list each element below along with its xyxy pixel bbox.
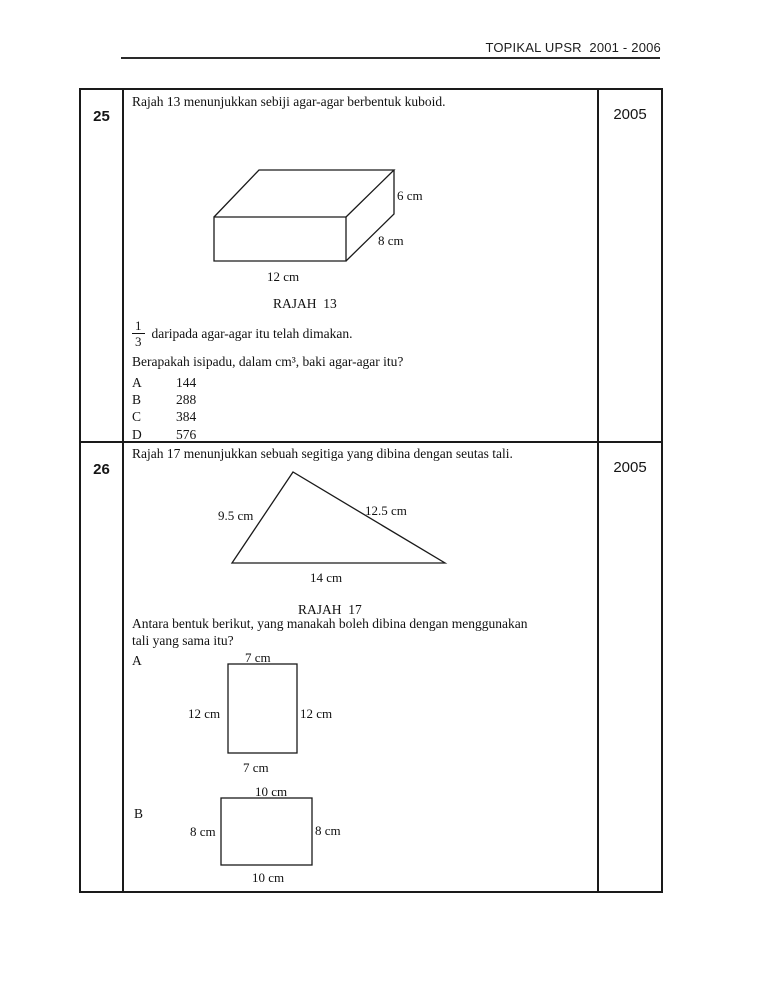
shape-b-letter: B	[134, 806, 144, 821]
cuboid-front-face	[213, 216, 347, 262]
fraction-sentence: 1 3 daripada agar-agar itu telah dimakan…	[132, 318, 353, 349]
rectangle-a-top-label: 7 cm	[245, 650, 271, 665]
rectangle-a-left-label: 12 cm	[188, 706, 220, 721]
question-26-line2: tali yang sama itu?	[132, 633, 234, 648]
header-rule	[121, 57, 660, 59]
option-c: C 384	[132, 408, 196, 425]
page-header-title: TOPIKAL UPSR 2001 - 2006	[485, 40, 661, 55]
question-26-question: Antara bentuk berikut, yang manakah bole…	[132, 615, 597, 649]
cuboid-height-label: 6 cm	[397, 188, 423, 203]
cuboid-depth-label: 8 cm	[378, 233, 404, 248]
option-b-value: 288	[176, 392, 197, 408]
option-a: A 144	[132, 374, 196, 391]
question-25-number: 25	[81, 90, 124, 443]
fraction-numerator: 1	[135, 318, 142, 333]
shape-a-letter: A	[132, 653, 142, 668]
rectangle-b-top-label: 10 cm	[255, 784, 287, 799]
figure-17-caption: RAJAH 17	[298, 602, 362, 617]
option-a-letter: A	[132, 375, 142, 390]
option-d: D 576	[132, 426, 196, 443]
option-a-value: 144	[176, 375, 197, 390]
question-25-intro: Rajah 13 menunjukkan sebiji agar-agar be…	[132, 94, 446, 109]
fraction-text: daripada agar-agar itu telah dimakan.	[151, 326, 353, 341]
cuboid-width-label: 12 cm	[267, 269, 299, 284]
triangle-base-label: 14 cm	[310, 570, 342, 585]
question-26-intro: Rajah 17 menunjukkan sebuah segitiga yan…	[132, 446, 513, 461]
question-26-body: Rajah 17 menunjukkan sebuah segitiga yan…	[124, 443, 599, 891]
rectangle-b-bottom-label: 10 cm	[252, 870, 284, 885]
triangle-figure: 9.5 cm 12.5 cm 14 cm	[218, 471, 448, 585]
option-c-value: 384	[176, 409, 197, 425]
question-25-body: Rajah 13 menunjukkan sebiji agar-agar be…	[124, 90, 599, 443]
rectangle-a-figure: 7 cm 12 cm 12 cm 7 cm	[188, 650, 332, 775]
question-26-year: 2005	[613, 459, 647, 476]
question-26-line1: Antara bentuk berikut, yang manakah bole…	[132, 616, 528, 631]
figure-13-caption: RAJAH 13	[273, 296, 337, 311]
triangle-shape	[230, 471, 448, 564]
cuboid-figure: 6 cm 8 cm 12 cm	[213, 169, 423, 284]
question-25-year: 2005	[599, 90, 661, 443]
cuboid-top-face	[213, 169, 396, 218]
option-d-letter: D	[132, 426, 142, 442]
question-table: 25 Rajah 13 menunjukkan sebiji agar-agar…	[79, 88, 663, 893]
rectangle-a-bottom-label: 7 cm	[243, 760, 269, 775]
option-b: B 288	[132, 391, 196, 408]
option-c-letter: C	[132, 409, 142, 425]
rectangle-a-shape	[227, 663, 298, 754]
rectangle-b-right-label: 8 cm	[315, 823, 341, 838]
fraction-denominator: 3	[132, 333, 145, 349]
question-25-options: A 144 B 288 C 384 D 576	[132, 374, 196, 443]
rectangle-b-left-label: 8 cm	[190, 824, 216, 839]
rectangle-a-right-label: 12 cm	[300, 706, 332, 721]
triangle-left-label: 9.5 cm	[218, 508, 253, 523]
option-b-letter: B	[132, 392, 142, 408]
question-26-number: 26	[81, 443, 124, 891]
rectangle-b-shape	[220, 797, 313, 866]
rectangle-b-figure: 10 cm 8 cm 8 cm 10 cm	[190, 784, 341, 885]
triangle-right-label: 12.5 cm	[365, 503, 407, 518]
question-25-question: Berapakah isipadu, dalam cm³, baki agar-…	[132, 354, 404, 369]
cuboid-right-face	[345, 170, 395, 262]
option-d-value: 576	[176, 426, 197, 442]
fraction-one-third: 1 3	[132, 318, 145, 349]
